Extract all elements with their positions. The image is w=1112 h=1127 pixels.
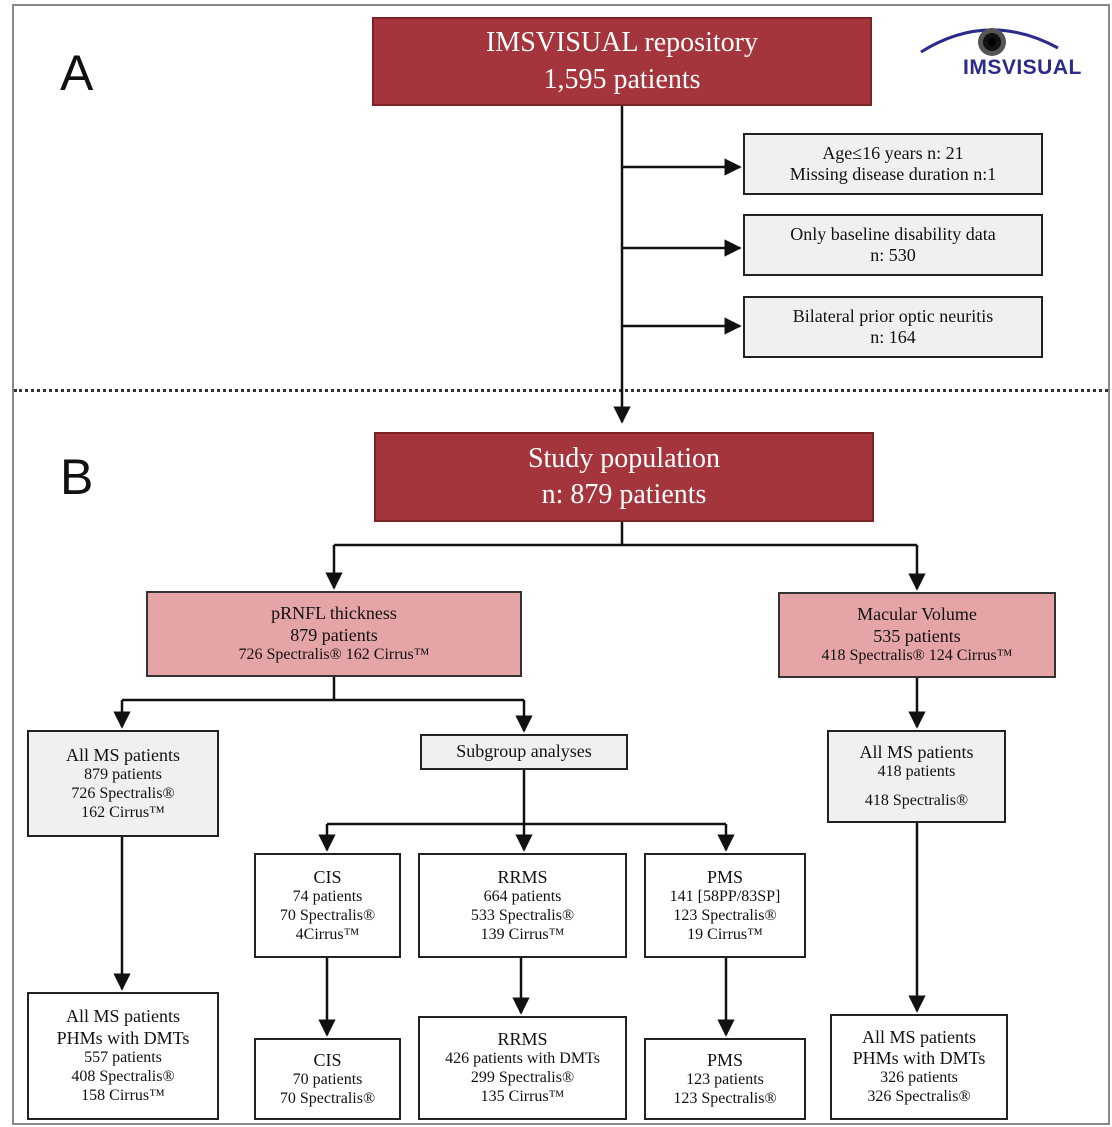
rrms-box: RRMS 664 patients 533 Spectralis® 139 Ci…	[418, 853, 627, 958]
exclusion-box-optic-neuritis: Bilateral prior optic neuritis n: 164	[743, 296, 1043, 358]
repository-count: 1,595 patients	[543, 63, 701, 95]
dmt-prnfl-subtitle: PHMs with DMTs	[56, 1027, 190, 1048]
macular-volume-box: Macular Volume 535 patients 418 Spectral…	[778, 592, 1056, 678]
repository-title: IMSVISUAL repository	[486, 27, 758, 59]
study-population-title: Study population	[527, 442, 721, 474]
macular-title: Macular Volume	[857, 604, 977, 625]
exclusion-age-label: Age≤16 years n: 21	[822, 142, 964, 163]
all-ms-prnfl-cirrus: 162 Cirrus™	[81, 803, 165, 821]
all-ms-macular-spectralis: 418 Spectralis®	[864, 792, 969, 810]
all-ms-dmt-prnfl-box: All MS patients PHMs with DMTs 557 patie…	[27, 992, 219, 1120]
prnfl-box: pRNFL thickness 879 patients 726 Spectra…	[146, 591, 522, 677]
cis-spectralis: 70 Spectralis®	[279, 906, 376, 924]
all-ms-macular-patients: 418 patients	[877, 763, 956, 781]
repository-box: IMSVISUAL repository 1,595 patients	[372, 17, 872, 106]
macular-devices: 418 Spectralis® 124 Cirrus™	[821, 646, 1013, 664]
section-divider	[14, 389, 1108, 392]
dmt-prnfl-cirrus: 158 Cirrus™	[81, 1086, 165, 1104]
dmt-macular-spectralis: 326 Spectralis®	[867, 1088, 971, 1106]
pms-patients: 141 [58PP/83SP]	[669, 887, 781, 905]
rrms-spectralis: 533 Spectralis®	[470, 906, 575, 924]
cis-patients: 74 patients	[292, 887, 363, 905]
exclusion-baseline-count: n: 530	[870, 245, 916, 265]
subgroup-analyses-box: Subgroup analyses	[420, 734, 628, 770]
rrms-dmt-title: RRMS	[497, 1029, 548, 1050]
all-ms-prnfl-title: All MS patients	[65, 744, 180, 765]
dmt-prnfl-spectralis: 408 Spectralis®	[71, 1067, 175, 1085]
pms-cirrus: 19 Cirrus™	[687, 925, 763, 943]
study-population-count: n: 879 patients	[541, 479, 707, 510]
prnfl-patients: 879 patients	[290, 624, 378, 645]
dmt-macular-title: All MS patients	[861, 1026, 976, 1047]
section-label-b: B	[60, 449, 94, 505]
cis-dmt-spectralis: 70 Spectralis®	[279, 1089, 376, 1107]
dmt-macular-patients: 326 patients	[880, 1069, 958, 1087]
dmt-prnfl-title: All MS patients	[65, 1006, 180, 1027]
rrms-patients: 664 patients	[483, 887, 562, 905]
section-label-a: A	[60, 45, 94, 101]
macular-patients: 535 patients	[873, 625, 961, 646]
all-ms-dmt-macular-box: All MS patients PHMs with DMTs 326 patie…	[830, 1014, 1008, 1120]
diagram-frame	[12, 4, 1110, 1125]
exclusion-missing-label: Missing disease duration n:1	[789, 164, 997, 184]
prnfl-devices: 726 Spectralis® 162 Cirrus™	[238, 645, 430, 663]
all-ms-macular-title: All MS patients	[859, 742, 974, 762]
cis-box: CIS 74 patients 70 Spectralis® 4Cirrus™	[254, 853, 401, 958]
exclusion-baseline-label: Only baseline disability data	[790, 223, 996, 244]
rrms-dmt-box: RRMS 426 patients with DMTs 299 Spectral…	[418, 1016, 627, 1120]
dmt-macular-subtitle: PHMs with DMTs	[852, 1048, 986, 1069]
study-population-box: Study population n: 879 patients	[374, 432, 874, 522]
exclusion-optic-neuritis-label: Bilateral prior optic neuritis	[792, 305, 994, 326]
pms-box: PMS 141 [58PP/83SP] 123 Spectralis® 19 C…	[644, 853, 806, 958]
pms-dmt-title: PMS	[706, 1049, 744, 1070]
exclusion-optic-neuritis-count: n: 164	[870, 327, 916, 347]
all-ms-prnfl-box: All MS patients 879 patients 726 Spectra…	[27, 730, 219, 837]
subgroup-label: Subgroup analyses	[456, 741, 592, 762]
all-ms-prnfl-patients: 879 patients	[84, 765, 162, 783]
rrms-cirrus: 139 Cirrus™	[480, 925, 565, 943]
cis-dmt-box: CIS 70 patients 70 Spectralis®	[254, 1038, 401, 1120]
cis-title: CIS	[313, 866, 342, 887]
all-ms-macular-box: All MS patients 418 patients 418 Spectra…	[827, 730, 1006, 823]
pms-title: PMS	[706, 866, 744, 887]
cis-dmt-title: CIS	[313, 1049, 342, 1070]
pms-dmt-box: PMS 123 patients 123 Spectralis®	[644, 1038, 806, 1120]
rrms-dmt-cirrus: 135 Cirrus™	[480, 1088, 565, 1106]
rrms-dmt-patients: 426 patients with DMTs	[445, 1050, 600, 1068]
cis-dmt-patients: 70 patients	[292, 1070, 363, 1088]
pms-spectralis: 123 Spectralis®	[673, 906, 777, 924]
rrms-title: RRMS	[497, 866, 548, 887]
dmt-prnfl-patients: 557 patients	[84, 1048, 162, 1066]
eye-icon	[920, 28, 1059, 56]
logo-text: IMSVISUAL	[963, 56, 1082, 79]
all-ms-prnfl-spectralis: 726 Spectralis®	[71, 784, 175, 802]
exclusion-box-baseline: Only baseline disability data n: 530	[743, 214, 1043, 276]
pms-dmt-spectralis: 123 Spectralis®	[673, 1089, 777, 1107]
prnfl-title: pRNFL thickness	[271, 603, 397, 624]
exclusion-box-age: Age≤16 years n: 21 Missing disease durat…	[743, 133, 1043, 195]
rrms-dmt-spectralis: 299 Spectralis®	[470, 1069, 575, 1087]
cis-cirrus: 4Cirrus™	[295, 925, 360, 943]
pms-dmt-patients: 123 patients	[686, 1070, 764, 1088]
